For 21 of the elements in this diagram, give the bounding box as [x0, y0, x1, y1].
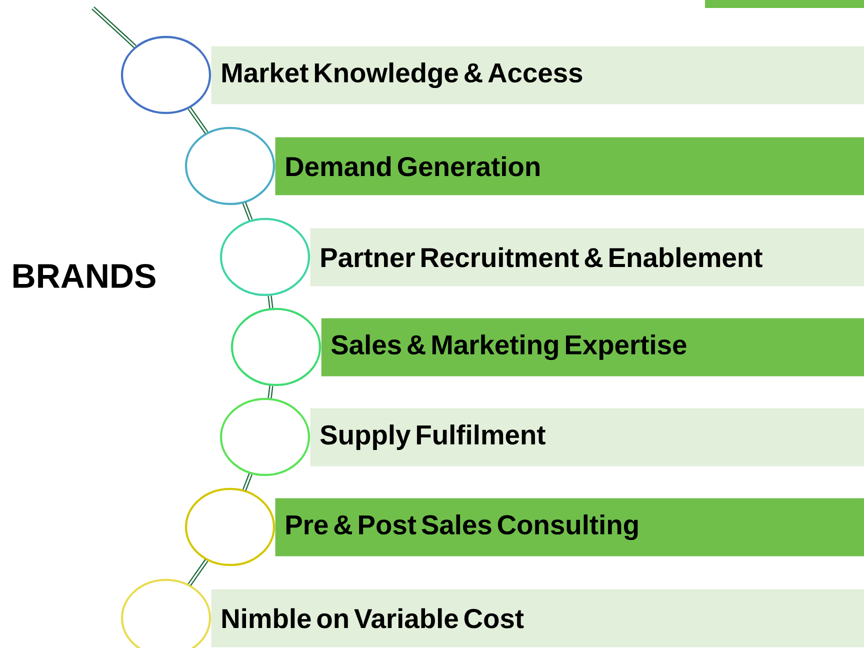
circle — [230, 308, 322, 386]
circle — [220, 398, 310, 476]
step-band: Sales & Marketing Expertise — [321, 318, 864, 376]
wave-line — [92, 6, 136, 48]
step-band: Nimble on Variable Cost — [211, 589, 864, 648]
step-band: Supply Fulfilment — [310, 408, 864, 466]
wave-line — [188, 559, 208, 586]
wave-line — [268, 386, 274, 398]
circle — [184, 488, 276, 566]
step-band: Partner Recruitment & Enablement — [310, 228, 864, 286]
wave-line — [242, 473, 253, 491]
step-band: Pre & Post Sales Consulting — [275, 498, 864, 556]
side-label: BRANDS — [14, 264, 156, 288]
circle — [120, 36, 212, 114]
circle — [184, 126, 276, 206]
wave-line — [188, 107, 208, 134]
step-band: Demand Generation — [275, 137, 864, 196]
wave-line — [268, 296, 274, 308]
wave-line — [242, 202, 253, 221]
circle — [220, 218, 310, 296]
step-band: Market Knowledge & Access — [211, 46, 864, 104]
